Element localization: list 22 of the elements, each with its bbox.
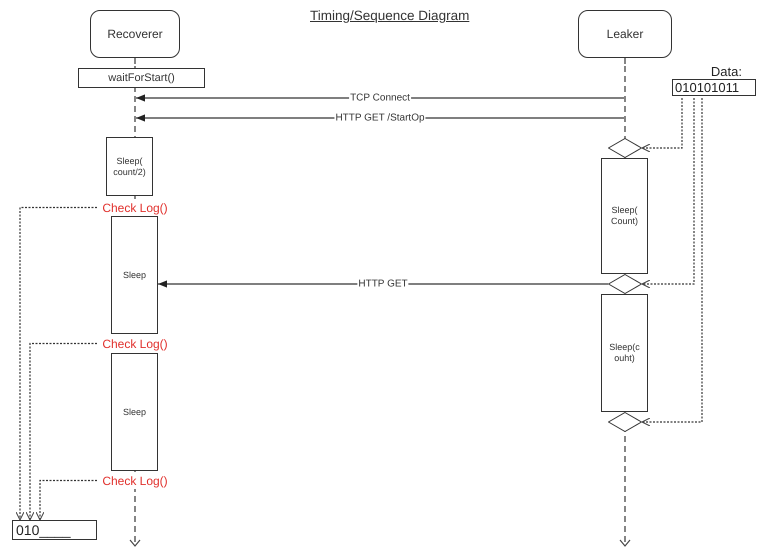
edge-label: HTTP GET (357, 278, 409, 290)
participant-box: Leaker (578, 10, 672, 58)
activation-box: Sleep( count/2) (106, 137, 153, 196)
participant-box: Recoverer (90, 10, 180, 58)
message-arrow (158, 280, 608, 288)
method-box: waitForStart() (78, 68, 205, 88)
lifeline (624, 58, 626, 66)
dotted-arrow (25, 342, 97, 521)
data-value-box: 010101011 (672, 79, 756, 96)
dotted-arrow (15, 206, 97, 521)
result-box: 010____ (12, 520, 97, 540)
activation-box: Sleep (111, 353, 158, 471)
dotted-arrow (641, 98, 695, 289)
dotted-arrow (641, 98, 703, 427)
edge-label: HTTP GET /StartOp (334, 112, 426, 124)
activation-box: Sleep (111, 216, 158, 334)
dotted-arrow (641, 98, 683, 153)
lifeline (134, 58, 136, 66)
edge-label: TCP Connect (349, 92, 411, 104)
diagram-title: Timing/Sequence Diagram (310, 8, 470, 23)
dotted-arrow (35, 480, 97, 521)
data-heading: Data: (710, 64, 742, 79)
